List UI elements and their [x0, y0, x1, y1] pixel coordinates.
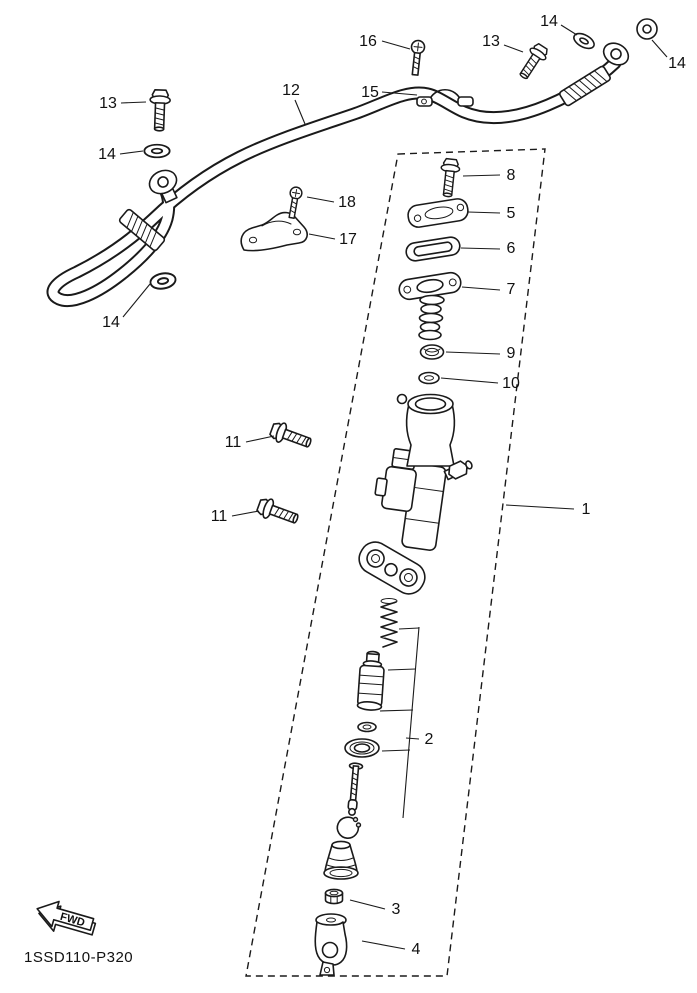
callout-labels: 16 14 13 14 12 15 13 14 8 5 18 6 17 7 14… — [98, 13, 686, 958]
callout-7: 7 — [507, 281, 516, 298]
sealing-washer-left-lower — [148, 270, 178, 292]
callout-10: 10 — [502, 375, 520, 392]
callout-14-top-outer: 14 — [668, 55, 686, 72]
piston-washer — [357, 721, 377, 733]
hose-bracket — [240, 211, 308, 252]
callout-9: 9 — [507, 345, 516, 362]
fwd-arrow: FWD — [36, 900, 97, 936]
callout-5: 5 — [507, 205, 516, 222]
hose-crimp-sleeve — [118, 208, 166, 252]
callout-12: 12 — [282, 82, 300, 99]
brake-hose — [46, 42, 630, 307]
clamp-screw — [407, 39, 426, 77]
sealing-washer-left-upper — [143, 143, 171, 159]
assembly-group-box — [245, 148, 546, 977]
diaphragm-cup — [419, 344, 445, 360]
master-cylinder-body — [358, 393, 473, 595]
callout-14-left-lower: 14 — [102, 314, 120, 331]
callout-11-upper: 11 — [225, 434, 242, 451]
callout-11-lower: 11 — [211, 508, 228, 525]
callout-13-left: 13 — [99, 95, 117, 112]
mount-screw-upper — [267, 419, 315, 454]
outlet-union — [443, 460, 473, 481]
reservoir-cap-screw — [437, 157, 462, 199]
callout-6: 6 — [507, 240, 516, 257]
banjo-bolt-top — [514, 40, 552, 83]
callout-8: 8 — [507, 167, 516, 184]
hose-braid-sleeve — [559, 65, 611, 107]
callout-17: 17 — [339, 231, 357, 248]
mounting-flange — [358, 541, 426, 595]
callout-15: 15 — [361, 84, 379, 101]
leader-lines — [119, 24, 668, 950]
return-spring — [380, 598, 398, 648]
callout-14-top-inner: 14 — [540, 13, 558, 30]
clevis-joint — [314, 913, 348, 976]
union-bolt-left — [148, 88, 172, 132]
hose-clamp — [416, 89, 474, 107]
callout-13-top: 13 — [482, 33, 500, 50]
reservoir-cap-plate — [407, 198, 469, 228]
mount-screw-lower — [254, 495, 302, 530]
callout-14-left-upper: 14 — [98, 146, 116, 163]
push-rod — [347, 762, 364, 816]
banjo-eye-left — [148, 169, 178, 204]
sealing-washer-top-outer — [636, 18, 658, 40]
callout-18: 18 — [338, 194, 356, 211]
callout-3: 3 — [392, 901, 401, 918]
reservoir-gasket — [405, 236, 461, 262]
callout-16: 16 — [359, 33, 377, 50]
diagram-part-code: 1SSD110-P320 — [24, 949, 133, 966]
callout-4: 4 — [412, 941, 421, 958]
dust-boot — [323, 840, 359, 880]
cup-seal — [344, 738, 380, 758]
lock-nut — [324, 888, 344, 905]
snap-ring — [336, 816, 362, 839]
callout-2: 2 — [425, 731, 434, 748]
reservoir-diaphragm-holder — [398, 271, 462, 341]
piston — [356, 650, 385, 711]
reservoir-ring — [418, 371, 440, 385]
callout-1: 1 — [582, 501, 591, 518]
banjo-eye-right — [602, 42, 630, 66]
kit-group-bracket — [379, 626, 420, 819]
